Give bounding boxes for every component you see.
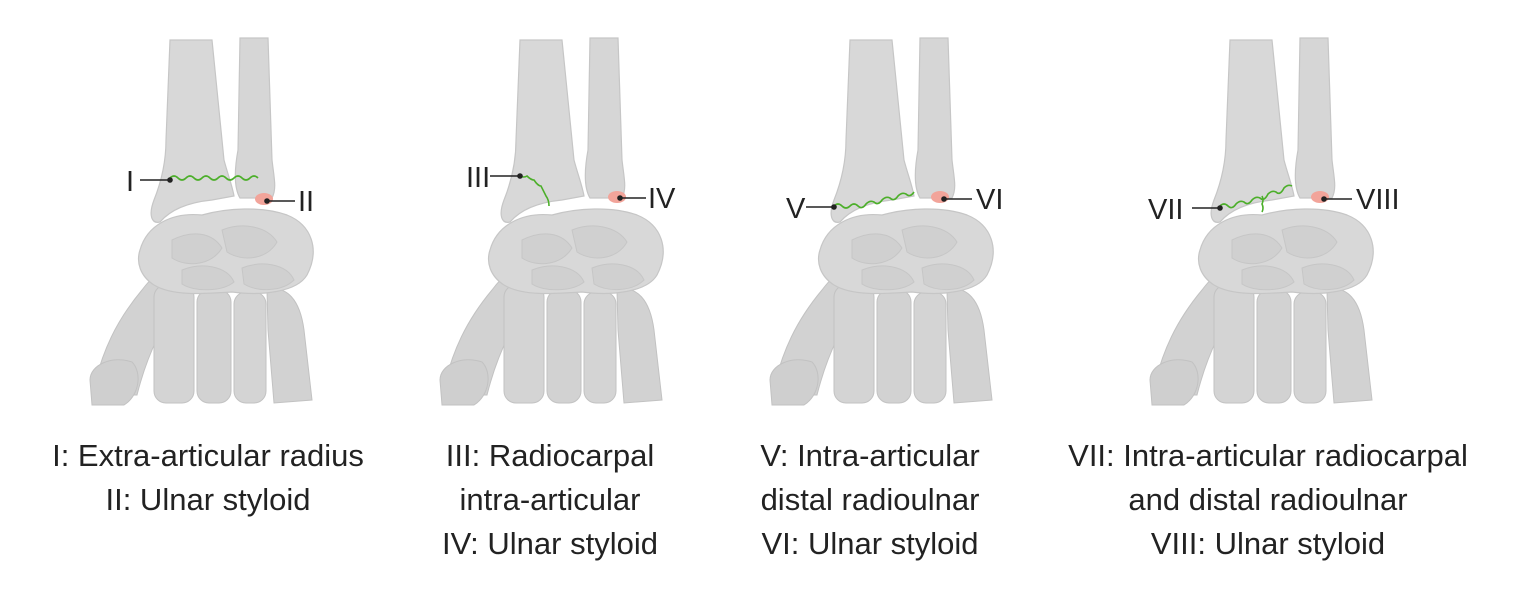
- caption-3: V: Intra-articular distal radioulnar VI:…: [720, 434, 1020, 566]
- caption-4-line-1: VII: Intra-articular radiocarpal: [1068, 438, 1468, 473]
- caption-1-line-2: II: Ulnar styloid: [105, 482, 311, 517]
- label-V: V: [786, 193, 806, 225]
- caption-2-line-2: intra-articular: [459, 482, 641, 517]
- caption-4-line-2: and distal radioulnar: [1128, 482, 1408, 517]
- caption-3-line-1: V: Intra-articular: [760, 438, 980, 473]
- styloid-fracture-II: [255, 193, 273, 205]
- caption-1-line-1: I: Extra-articular radius: [52, 438, 364, 473]
- label-VII: VII: [1148, 194, 1183, 226]
- wrist-diagram-1: I II: [89, 37, 314, 406]
- fracture-line-I: [169, 175, 259, 181]
- panel-3: V VI: [710, 0, 1050, 610]
- marker-dot-I: [167, 177, 173, 183]
- panel-1: I II: [30, 0, 390, 610]
- caption-3-line-3: VI: Ulnar styloid: [761, 526, 979, 561]
- label-VI: VI: [976, 184, 1003, 216]
- label-II: II: [298, 186, 314, 218]
- marker-dot-VI: [941, 196, 947, 202]
- marker-dot-VIII: [1321, 196, 1327, 202]
- wrist-diagram-3: V VI: [769, 37, 1003, 406]
- marker-dot-VII: [1217, 205, 1223, 211]
- fracture-line-V: [833, 191, 915, 209]
- caption-4: VII: Intra-articular radiocarpal and dis…: [1036, 434, 1500, 566]
- caption-2-line-1: III: Radiocarpal: [445, 438, 655, 473]
- wrist-diagram-4: VII VIII: [1148, 37, 1400, 406]
- label-I: I: [126, 166, 134, 198]
- marker-dot-III: [517, 173, 523, 179]
- styloid-fracture-VIII: [1311, 191, 1329, 203]
- caption-4-line-3: VIII: Ulnar styloid: [1150, 526, 1386, 561]
- label-III: III: [466, 162, 490, 194]
- panel-4: VII VIII: [1090, 0, 1490, 610]
- marker-dot-IV: [617, 195, 623, 201]
- label-IV: IV: [648, 183, 676, 215]
- marker-dot-II: [264, 198, 270, 204]
- styloid-fracture-IV: [608, 191, 626, 203]
- marker-dot-V: [831, 204, 837, 210]
- styloid-fracture-VI: [931, 191, 949, 203]
- wrist-diagram-2: III IV: [439, 37, 676, 406]
- fracture-line-VII-branch: [1261, 195, 1264, 213]
- label-VIII: VIII: [1356, 184, 1400, 216]
- caption-2: III: Radiocarpal intra-articular IV: Uln…: [400, 434, 700, 566]
- panel-2: III IV: [380, 0, 720, 610]
- fracture-line-III: [519, 174, 550, 207]
- caption-3-line-2: distal radioulnar: [760, 482, 980, 517]
- fracture-line-VII: [1219, 184, 1293, 209]
- caption-1: I: Extra-articular radius II: Ulnar styl…: [24, 434, 392, 522]
- caption-2-line-3: IV: Ulnar styloid: [442, 526, 658, 561]
